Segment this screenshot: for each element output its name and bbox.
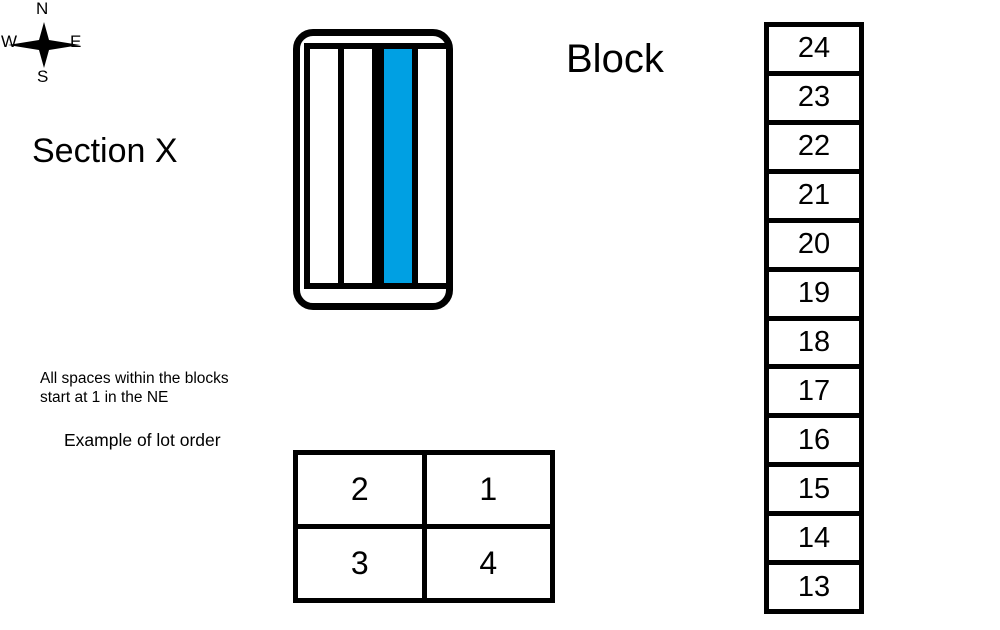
spaces-note: All spaces within the blocks start at 1 … [40,369,229,407]
space-cell[interactable]: 21 [769,168,859,218]
block-cell[interactable] [412,49,446,283]
space-cell[interactable]: 14 [769,511,859,561]
compass-rose: N S W E [0,0,95,92]
block-group-right [378,43,452,289]
block-title: Block [566,37,664,81]
space-cell[interactable]: 23 [769,70,859,120]
space-cell[interactable]: 17 [769,364,859,414]
block-cell-highlighted[interactable] [384,49,412,283]
space-cell[interactable]: 18 [769,315,859,365]
space-cell[interactable]: 16 [769,413,859,463]
lot-cell[interactable]: 1 [421,455,550,524]
compass-south-label: S [37,67,49,86]
lot-row: 2 1 [298,455,550,524]
space-cell[interactable]: 19 [769,266,859,316]
block-cell[interactable] [310,49,338,283]
compass-east-label: E [70,32,82,51]
lot-row: 3 4 [298,524,550,598]
compass-north-label: N [36,0,49,18]
lot-cell[interactable]: 3 [298,529,422,598]
space-cell[interactable]: 15 [769,462,859,512]
space-cell[interactable]: 24 [769,27,859,71]
spaces-note-line-1: All spaces within the blocks [40,370,229,387]
space-cell[interactable]: 13 [769,560,859,610]
lot-cell[interactable]: 2 [298,455,422,524]
lot-order-grid: 2 1 3 4 [293,450,555,603]
example-caption: Example of lot order [64,430,221,450]
section-title: Section X [32,132,178,170]
compass-star-icon [8,22,80,68]
space-cell[interactable]: 22 [769,119,859,169]
lot-cell[interactable]: 4 [421,529,550,598]
block-cell[interactable] [338,49,372,283]
space-cell[interactable]: 20 [769,217,859,267]
space-number-column: 24 23 22 21 20 19 18 17 16 15 14 13 [764,22,864,614]
block-diagram [290,26,462,319]
spaces-note-line-2: start at 1 in the NE [40,389,169,406]
block-group-left [304,43,378,289]
